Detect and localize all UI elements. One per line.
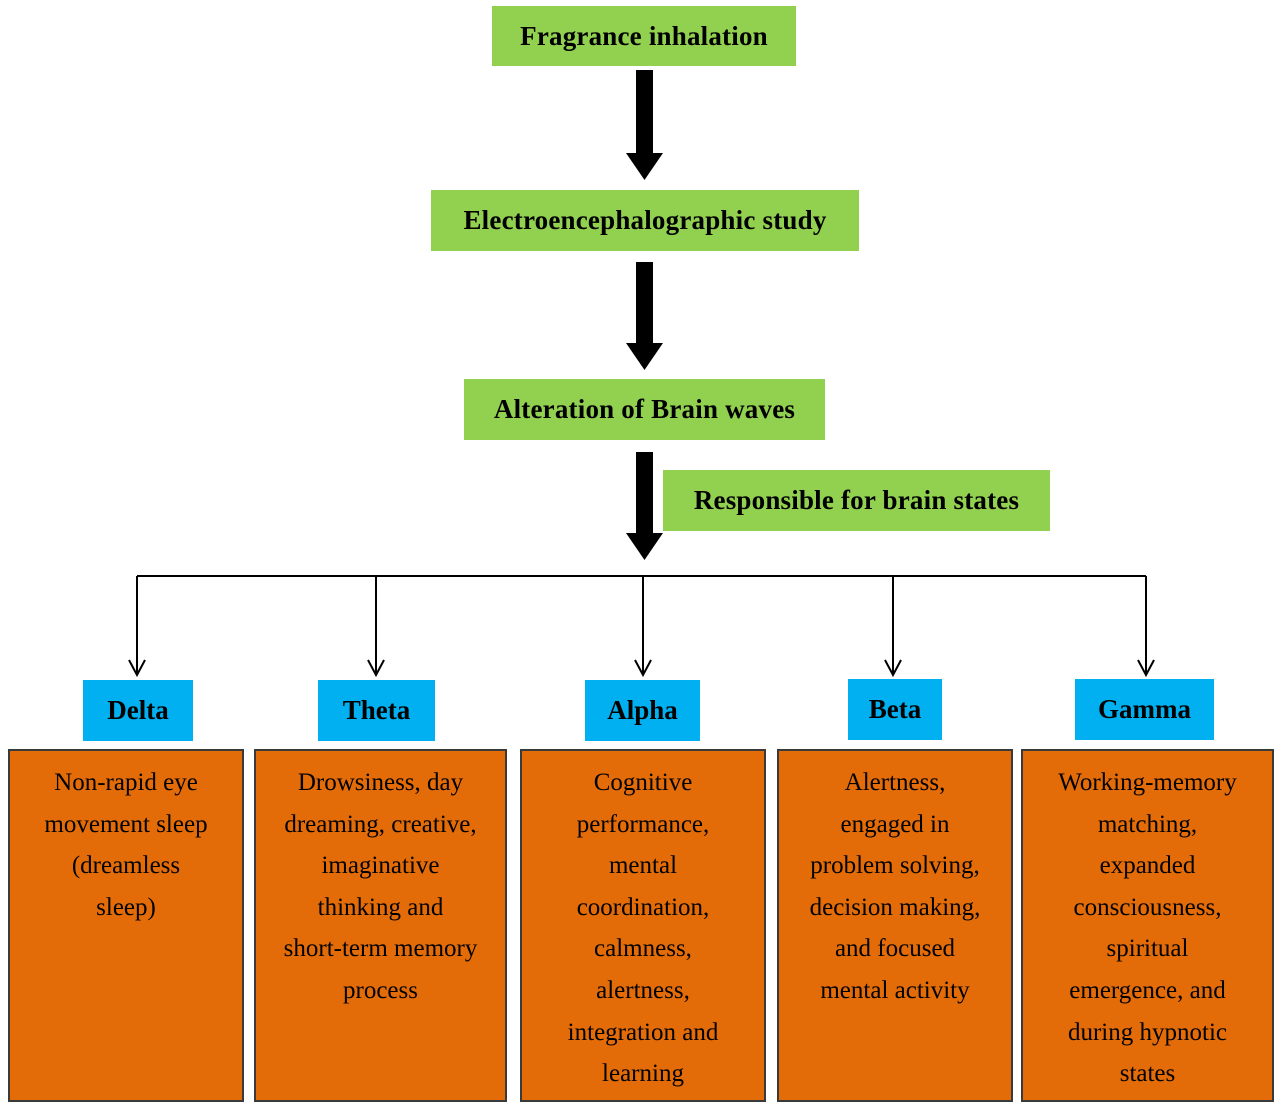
description-line: sleep) — [96, 893, 156, 921]
description-line: problem solving, — [810, 852, 980, 880]
description-line: matching, — [1097, 810, 1198, 838]
flow-arrow-1 — [626, 70, 663, 180]
description-line: emergence, and — [1069, 976, 1226, 1004]
wave-description-delta: Non-rapid eye movement sleep (dreamless … — [8, 749, 244, 1102]
wave-description-beta: Alertness, engaged in problem solving, d… — [777, 749, 1013, 1102]
flow-arrow-3 — [626, 452, 663, 560]
wave-description-gamma: Working-memory matching, expanded consci… — [1021, 749, 1274, 1102]
description-line: performance, — [576, 810, 710, 838]
description-line: expanded — [1099, 852, 1196, 880]
description-line: coordination, — [576, 893, 710, 921]
description-line: short-term memory — [283, 935, 478, 963]
description-line: dreaming, creative, — [284, 810, 477, 838]
wave-label-theta: Theta — [318, 680, 435, 741]
description-line: learning — [602, 1060, 684, 1088]
description-line: Alertness, — [844, 769, 946, 796]
side-note-brain-states: Responsible for brain states — [663, 470, 1050, 531]
description-line: Drowsiness, day — [297, 769, 464, 796]
description-line: integration and — [567, 1018, 719, 1046]
description-line: during hypnotic — [1067, 1018, 1227, 1046]
description-line: movement sleep — [44, 810, 208, 838]
description-line: thinking and — [317, 893, 444, 921]
description-line: Non-rapid eye — [54, 769, 198, 796]
description-line: spiritual — [1106, 935, 1189, 963]
branch-arrow-beta — [884, 576, 902, 678]
wave-description-theta: Drowsiness, day dreaming, creative, imag… — [254, 749, 507, 1102]
description-line: and focused — [834, 935, 956, 963]
description-line: Working-memory — [1058, 769, 1237, 796]
step-brain-wave-alteration: Alteration of Brain waves — [464, 379, 825, 440]
description-line: engaged in — [840, 810, 950, 838]
description-line: Cognitive — [593, 769, 693, 796]
step-eeg-study: Electroencephalographic study — [431, 190, 859, 251]
wave-label-alpha: Alpha — [585, 680, 700, 741]
description-line: (dreamless — [71, 852, 181, 880]
wave-description-alpha: Cognitive performance, mental coordinati… — [520, 749, 766, 1102]
description-line: alertness, — [596, 976, 690, 1004]
wave-label-gamma: Gamma — [1075, 679, 1214, 740]
branch-arrow-delta — [128, 576, 146, 678]
branch-arrow-theta — [367, 576, 385, 678]
flow-arrow-2 — [626, 262, 663, 370]
wave-label-delta: Delta — [83, 680, 193, 741]
description-line: states — [1119, 1060, 1176, 1088]
wave-label-beta: Beta — [848, 679, 942, 740]
description-line: decision making, — [809, 893, 981, 921]
description-line: mental — [608, 852, 678, 880]
description-line: calmness, — [594, 935, 692, 963]
branch-arrow-alpha — [634, 576, 652, 678]
description-line: imaginative — [321, 852, 440, 880]
branch-arrow-gamma — [1137, 576, 1155, 678]
description-line: mental activity — [820, 976, 970, 1004]
description-line: process — [343, 976, 418, 1004]
step-fragrance-inhalation: Fragrance inhalation — [492, 6, 796, 66]
description-line: consciousness, — [1073, 893, 1222, 921]
